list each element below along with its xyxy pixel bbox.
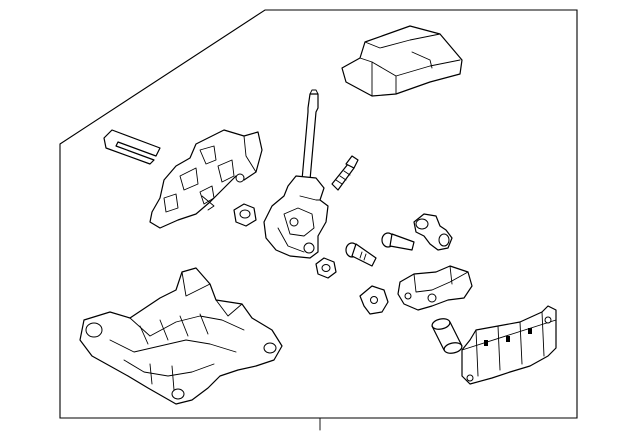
flange-nut	[233, 203, 257, 227]
control-module	[461, 305, 557, 385]
elbow-fitting	[413, 213, 453, 251]
detent-bracket	[397, 265, 473, 311]
shifter-cover	[341, 25, 463, 97]
shifter-base	[79, 267, 283, 405]
nut	[315, 257, 337, 279]
stud-bolt	[331, 155, 359, 191]
bolt-2	[381, 232, 415, 251]
bolt	[345, 242, 377, 267]
clip	[359, 285, 389, 315]
retaining-clip	[103, 129, 161, 165]
selector-bracket	[149, 129, 263, 229]
shift-lever-assembly	[263, 89, 329, 259]
bushing	[431, 318, 463, 354]
diagram-frame	[59, 9, 578, 419]
